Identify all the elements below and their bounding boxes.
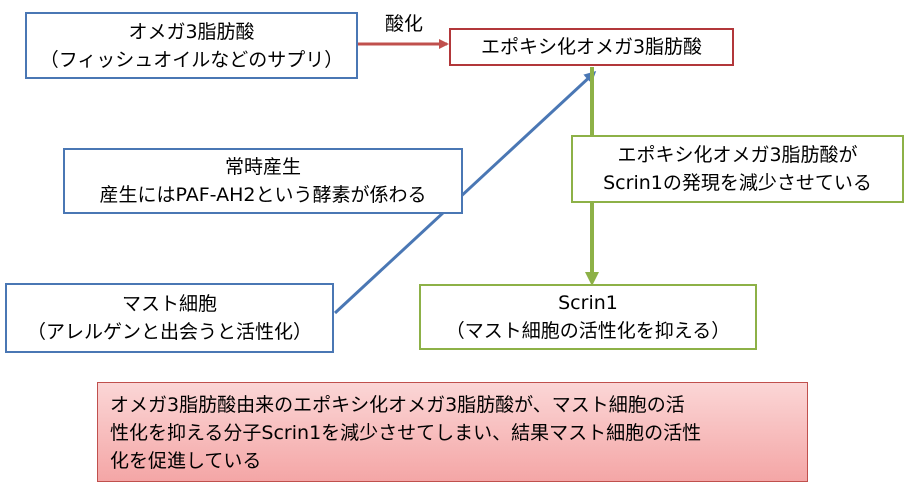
scrin1-title: Scrin1 <box>558 292 618 314</box>
omega3-box: オメガ3脂肪酸 （フィッシュオイルなどのサプリ） <box>25 12 358 79</box>
epoxy-title: エポキシ化オメガ3脂肪酸 <box>480 36 703 58</box>
omega3-subtitle: （フィッシュオイルなどのサプリ） <box>39 48 344 71</box>
effect-box: エポキシ化オメガ3脂肪酸が Scrin1の発現を減少させている <box>571 135 904 203</box>
summary-box: オメガ3脂肪酸由来のエポキシ化オメガ3脂肪酸が、マスト細胞の活 性化を抑える分子… <box>97 382 808 482</box>
summary-line-1: オメガ3脂肪酸由来のエポキシ化オメガ3脂肪酸が、マスト細胞の活 <box>110 394 685 416</box>
mast-cell-title: マスト細胞 <box>121 293 217 315</box>
oxidation-label: 酸化 <box>385 13 424 35</box>
effect-line-2: Scrin1の発現を減少させている <box>603 172 872 194</box>
constant-production-title: 常時産生 <box>224 156 301 178</box>
mast-cell-subtitle: （アレルゲンと出会うと活性化） <box>26 321 312 343</box>
scrin1-subtitle: （マスト細胞の活性化を抑える） <box>445 320 731 342</box>
mast-cell-box: マスト細胞 （アレルゲンと出会うと活性化） <box>5 283 334 353</box>
summary-line-2: 性化を抑える分子Scrin1を減少させてしまい、結果マスト細胞の活性 <box>110 422 702 444</box>
epoxy-box: エポキシ化オメガ3脂肪酸 <box>449 28 734 66</box>
constant-production-box: 常時産生 産生にはPAF-AH2という酵素が係わる <box>63 148 463 214</box>
constant-production-detail: 産生にはPAF-AH2という酵素が係わる <box>99 184 427 206</box>
scrin1-box: Scrin1 （マスト細胞の活性化を抑える） <box>419 284 757 350</box>
effect-line-1: エポキシ化オメガ3脂肪酸が <box>617 144 858 166</box>
summary-line-3: 化を促進している <box>110 450 262 472</box>
production-arrow <box>333 70 597 315</box>
omega3-title: オメガ3脂肪酸 <box>128 20 255 43</box>
